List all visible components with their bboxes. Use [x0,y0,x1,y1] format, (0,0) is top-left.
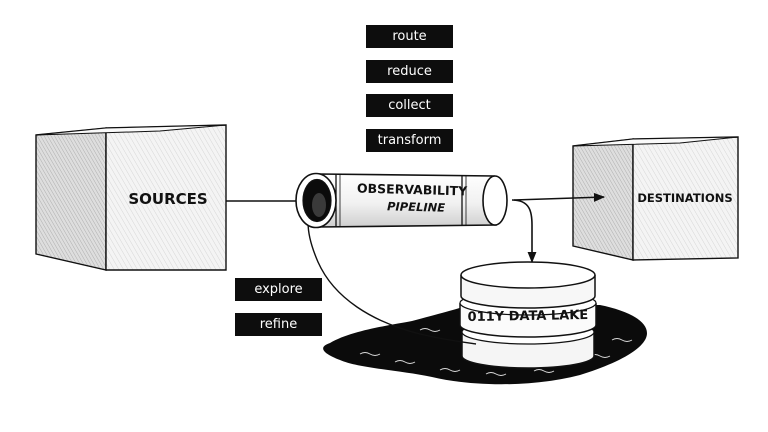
destinations-label: DESTINATIONS [637,191,732,205]
tag-explore: explore [235,278,322,301]
pipeline-to-destinations-arrow [513,192,606,202]
pipeline-label-line1: OBSERVABILITY [357,181,468,199]
sources-label: SOURCES [128,190,207,208]
tag-refine: refine [235,313,322,336]
destinations-cube [572,136,739,261]
tag-collect: collect [366,94,453,117]
data-lake-stack [459,261,597,369]
pipeline-label-line2: PIPELINE [387,199,446,215]
observability-pipeline-tube [295,172,508,229]
tag-reduce: reduce [366,60,453,83]
sources-cube [35,124,227,271]
tag-route: route [366,25,453,48]
data-lake-label: 011Y DATA LAKE [467,308,588,325]
pipeline-to-lake-arrow [511,199,537,264]
tag-transform: transform [366,129,453,152]
